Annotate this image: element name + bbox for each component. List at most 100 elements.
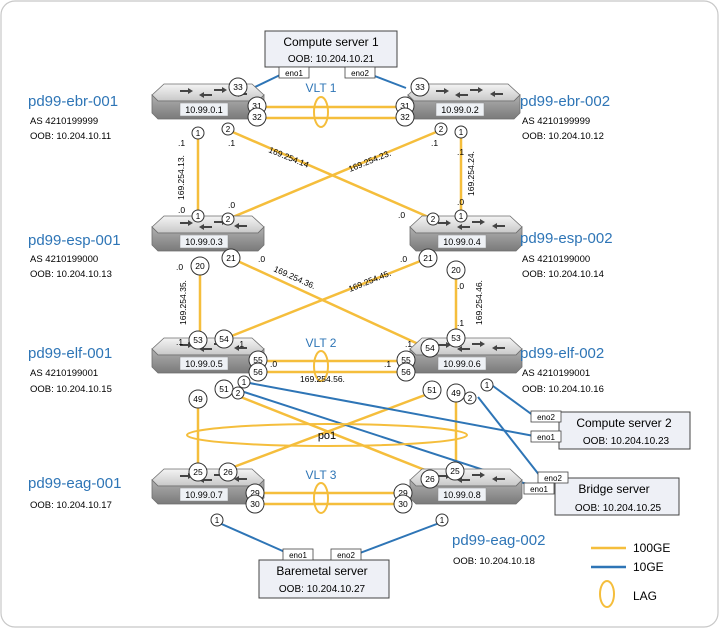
- legend-lag-label: LAG: [633, 589, 657, 603]
- switch-ip-eag1: 10.99.0.7: [185, 490, 223, 500]
- svg-text:54: 54: [219, 334, 229, 344]
- port-1: 1: [480, 378, 494, 392]
- arrow-icon: [438, 342, 451, 348]
- svg-text:.1: .1: [237, 339, 244, 349]
- svg-text:2: 2: [236, 389, 241, 398]
- port-1: 1: [210, 513, 224, 527]
- port-56: 56: [396, 362, 416, 382]
- svg-text:.0: .0: [457, 197, 464, 207]
- port-51: 51: [214, 379, 234, 399]
- compute1-nic2: eno2: [351, 69, 369, 78]
- port-1: 1: [237, 375, 251, 389]
- link-label-56: 169.254.56.: [300, 374, 345, 384]
- arrow-icon: [470, 87, 483, 93]
- link-ebr1-compute1: [252, 74, 281, 89]
- svg-text:20: 20: [195, 261, 205, 271]
- svg-text:1: 1: [459, 128, 464, 137]
- svg-text:33: 33: [415, 82, 425, 92]
- link-elf1-compute2: [243, 381, 535, 437]
- eag1-oob: OOB: 10.204.10.17: [30, 500, 112, 511]
- lag-vlt2: [313, 350, 329, 382]
- port-54: 54: [420, 338, 440, 358]
- port-32: 32: [395, 107, 415, 127]
- arrow-icon: [492, 476, 505, 482]
- arrow-icon: [472, 219, 485, 225]
- svg-text:30: 30: [250, 499, 260, 509]
- port-2: 2: [434, 122, 448, 136]
- port-2: 2: [221, 212, 235, 226]
- svg-text:54: 54: [425, 343, 435, 353]
- port-49: 49: [446, 383, 466, 403]
- port-33: 33: [410, 77, 430, 97]
- port-21: 21: [221, 248, 241, 268]
- arrow-icon: [492, 345, 505, 351]
- svg-text:.0: .0: [270, 359, 277, 369]
- svg-text:49: 49: [193, 394, 203, 404]
- arrow-icon: [457, 346, 470, 352]
- eag1-name: pd99-eag-001: [28, 475, 121, 492]
- svg-text:.0: .0: [457, 281, 464, 291]
- svg-text:2: 2: [226, 215, 231, 224]
- svg-text:.1: .1: [228, 138, 235, 148]
- svg-text:26: 26: [425, 474, 435, 484]
- switch-ip-ebr2: 10.99.0.2: [441, 105, 479, 115]
- ebr2-as: AS 4210199999: [522, 116, 590, 127]
- esp2-oob: OOB: 10.204.10.14: [522, 269, 604, 280]
- port-49: 49: [188, 389, 208, 409]
- switch-esp2: 10.99.0.4: [409, 215, 523, 252]
- link-ebr1-esp2: [227, 128, 434, 221]
- port-2: 2: [463, 391, 477, 405]
- svg-text:21: 21: [226, 253, 236, 263]
- port-32: 32: [247, 107, 267, 127]
- link-label-13: 169.254.13.: [176, 155, 186, 200]
- port-20: 20: [190, 256, 210, 276]
- svg-text:30: 30: [398, 499, 408, 509]
- port-2: 2: [231, 386, 245, 400]
- svg-text:33: 33: [233, 82, 243, 92]
- port-53: 53: [446, 328, 466, 348]
- link-elf2-eag1: [230, 390, 434, 470]
- esp1-name: pd99-esp-001: [28, 232, 121, 249]
- esp2-name: pd99-esp-002: [520, 230, 613, 247]
- vlt3-label: VLT 3: [306, 468, 337, 482]
- legend-10ge-label: 10GE: [633, 560, 664, 574]
- svg-text:1: 1: [242, 378, 247, 387]
- arrow-icon: [180, 220, 193, 226]
- lag-vlt1: [313, 96, 329, 128]
- compute1-title: Compute server 1: [283, 35, 379, 49]
- svg-text:1: 1: [485, 381, 490, 390]
- svg-text:21: 21: [423, 253, 433, 263]
- link-label-24: 169.254.24.: [466, 151, 476, 196]
- port-56: 56: [248, 362, 268, 382]
- link-elf2-compute2: [492, 385, 535, 417]
- compute-server-1: Compute server 1 OOB: 10.204.10.21 eno1 …: [264, 30, 398, 79]
- compute2-title: Compute server 2: [576, 416, 672, 430]
- lag-vlt3: [313, 482, 329, 514]
- bridge-nic2: eno2: [544, 474, 562, 483]
- port-53: 53: [188, 330, 208, 350]
- bridge-oob: OOB: 10.204.10.25: [575, 503, 662, 514]
- svg-text:.1: .1: [457, 318, 464, 328]
- svg-text:1: 1: [440, 516, 445, 525]
- port-21: 21: [418, 248, 438, 268]
- switch-ip-elf1: 10.99.0.5: [185, 359, 223, 369]
- svg-text:.0: .0: [258, 254, 265, 264]
- port-2: 2: [426, 212, 440, 226]
- vlt1-label: VLT 1: [306, 81, 337, 95]
- svg-text:1: 1: [196, 212, 201, 221]
- ebr1-oob: OOB: 10.204.10.11: [30, 131, 111, 142]
- bridge-nic1: eno1: [530, 485, 548, 494]
- baremetal-nic1: eno1: [289, 551, 307, 560]
- port-51: 51: [422, 380, 442, 400]
- switch-ip-eag2: 10.99.0.8: [443, 490, 481, 500]
- elf1-name: pd99-elf-001: [28, 345, 112, 362]
- esp1-oob: OOB: 10.204.10.13: [30, 269, 112, 280]
- switch-elf1: 10.99.0.5: [151, 337, 265, 374]
- svg-text:.0: .0: [228, 200, 235, 210]
- link-esp1-elf2: [230, 256, 428, 350]
- svg-text:1: 1: [215, 516, 220, 525]
- elf1-oob: OOB: 10.204.10.15: [30, 384, 112, 395]
- compute2-oob: OOB: 10.204.10.23: [583, 436, 670, 447]
- elf2-oob: OOB: 10.204.10.16: [522, 384, 604, 395]
- switch-ip-elf2: 10.99.0.6: [443, 359, 481, 369]
